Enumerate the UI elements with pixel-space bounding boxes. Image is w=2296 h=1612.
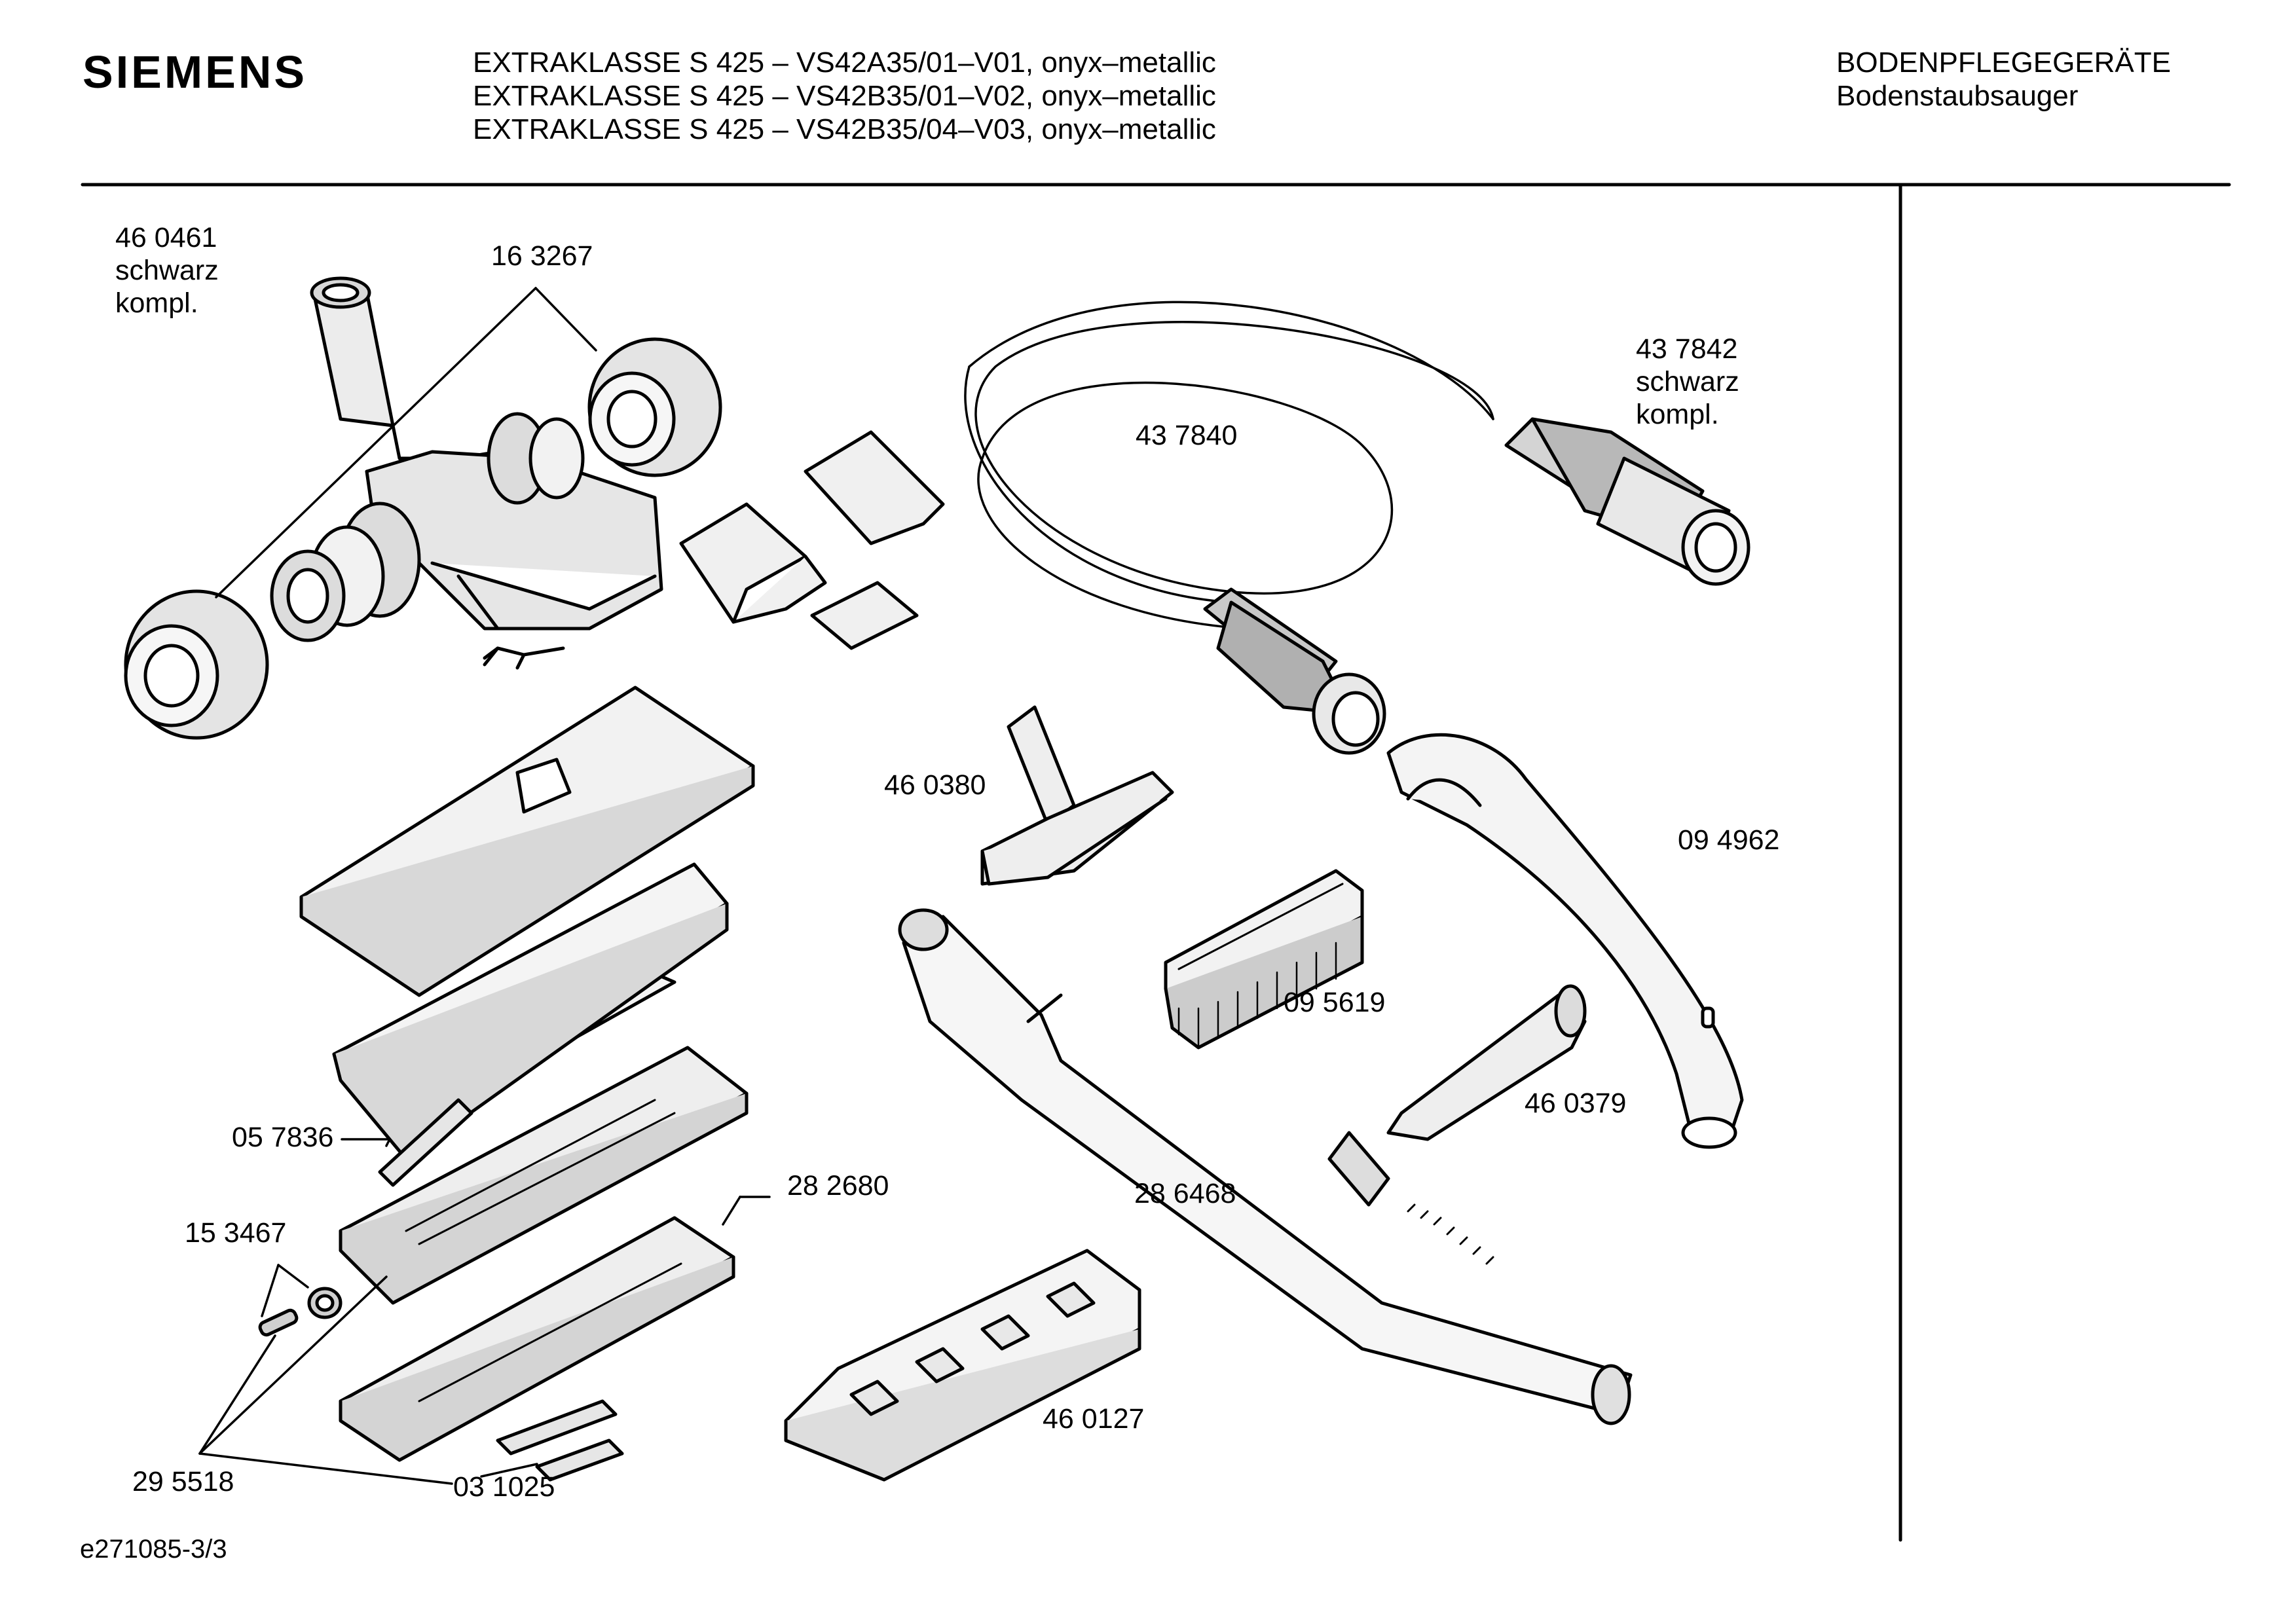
label-460461-note: kompl.	[115, 287, 198, 319]
label-460461-color: schwarz	[115, 255, 219, 286]
brush-strip-057836	[378, 1098, 473, 1187]
category-title: BODENPFLEGEGERÄTE	[1836, 46, 2172, 79]
pin-bushing-153467	[258, 1287, 343, 1337]
document-id: e271085-3/3	[80, 1535, 227, 1564]
crevice-nozzle	[1386, 984, 1587, 1141]
nozzle-base-plate	[339, 1046, 749, 1305]
label-153467: 15 3467	[185, 1217, 287, 1249]
label-437842-note: kompl.	[1636, 399, 1719, 430]
label-282680: 28 2680	[787, 1170, 889, 1201]
model-line-3: EXTRAKLASSE S 425 – VS42B35/04–V03, onyx…	[473, 113, 1216, 145]
label-437842-color: schwarz	[1636, 366, 1739, 397]
nozzle-bottom-plate	[339, 1216, 735, 1462]
nozzle-mid-plate	[332, 862, 729, 1161]
model-line-2: EXTRAKLASSE S 425 – VS42B35/01–V02, onyx…	[473, 80, 1216, 112]
parking-tray	[784, 1249, 1141, 1482]
label-460379: 46 0379	[1525, 1088, 1627, 1119]
label-094962: 09 4962	[1678, 824, 1780, 856]
label-031025: 03 1025	[453, 1471, 555, 1503]
leader-lines	[198, 287, 771, 1485]
wheel-left	[124, 589, 269, 740]
handle-part	[1386, 733, 1744, 1149]
label-437840: 43 7840	[1136, 420, 1238, 451]
label-460380: 46 0380	[884, 769, 986, 801]
brush-strip-031025	[496, 1399, 624, 1482]
wheel-right	[587, 337, 722, 477]
category-subtitle: Bodenstaubsauger	[1836, 80, 2079, 112]
label-460461-number: 46 0461	[115, 222, 217, 253]
label-286468: 28 6468	[1134, 1178, 1236, 1209]
model-list: EXTRAKLASSE S 425 – VS42A35/01–V01, onyx…	[473, 46, 1216, 146]
label-460127: 46 0127	[1043, 1403, 1145, 1435]
telescopic-tube	[898, 908, 1633, 1425]
dusting-brush	[1164, 869, 1364, 1050]
slider-plates	[679, 430, 945, 650]
upholstery-nozzle	[980, 705, 1174, 886]
label-295518: 29 5518	[132, 1466, 234, 1497]
hose-grip-end	[1504, 417, 1750, 586]
hose-connector-end	[1203, 587, 1386, 755]
category-block: BODENPFLEGEGERÄTE Bodenstaubsauger	[1836, 46, 2171, 113]
label-460461: 46 0461 schwarz kompl.	[115, 221, 219, 320]
nozzle-cover-plate	[299, 686, 755, 997]
label-095619: 09 5619	[1284, 987, 1386, 1018]
brand-logo: SIEMENS	[83, 46, 308, 98]
label-437842: 43 7842 schwarz kompl.	[1636, 333, 1739, 431]
floor-nozzle-part	[270, 276, 663, 670]
label-163267: 16 3267	[491, 240, 593, 272]
label-437842-number: 43 7842	[1636, 333, 1738, 365]
label-057836: 05 7836	[232, 1122, 334, 1153]
model-line-1: EXTRAKLASSE S 425 – VS42A35/01–V01, onyx…	[473, 46, 1216, 79]
